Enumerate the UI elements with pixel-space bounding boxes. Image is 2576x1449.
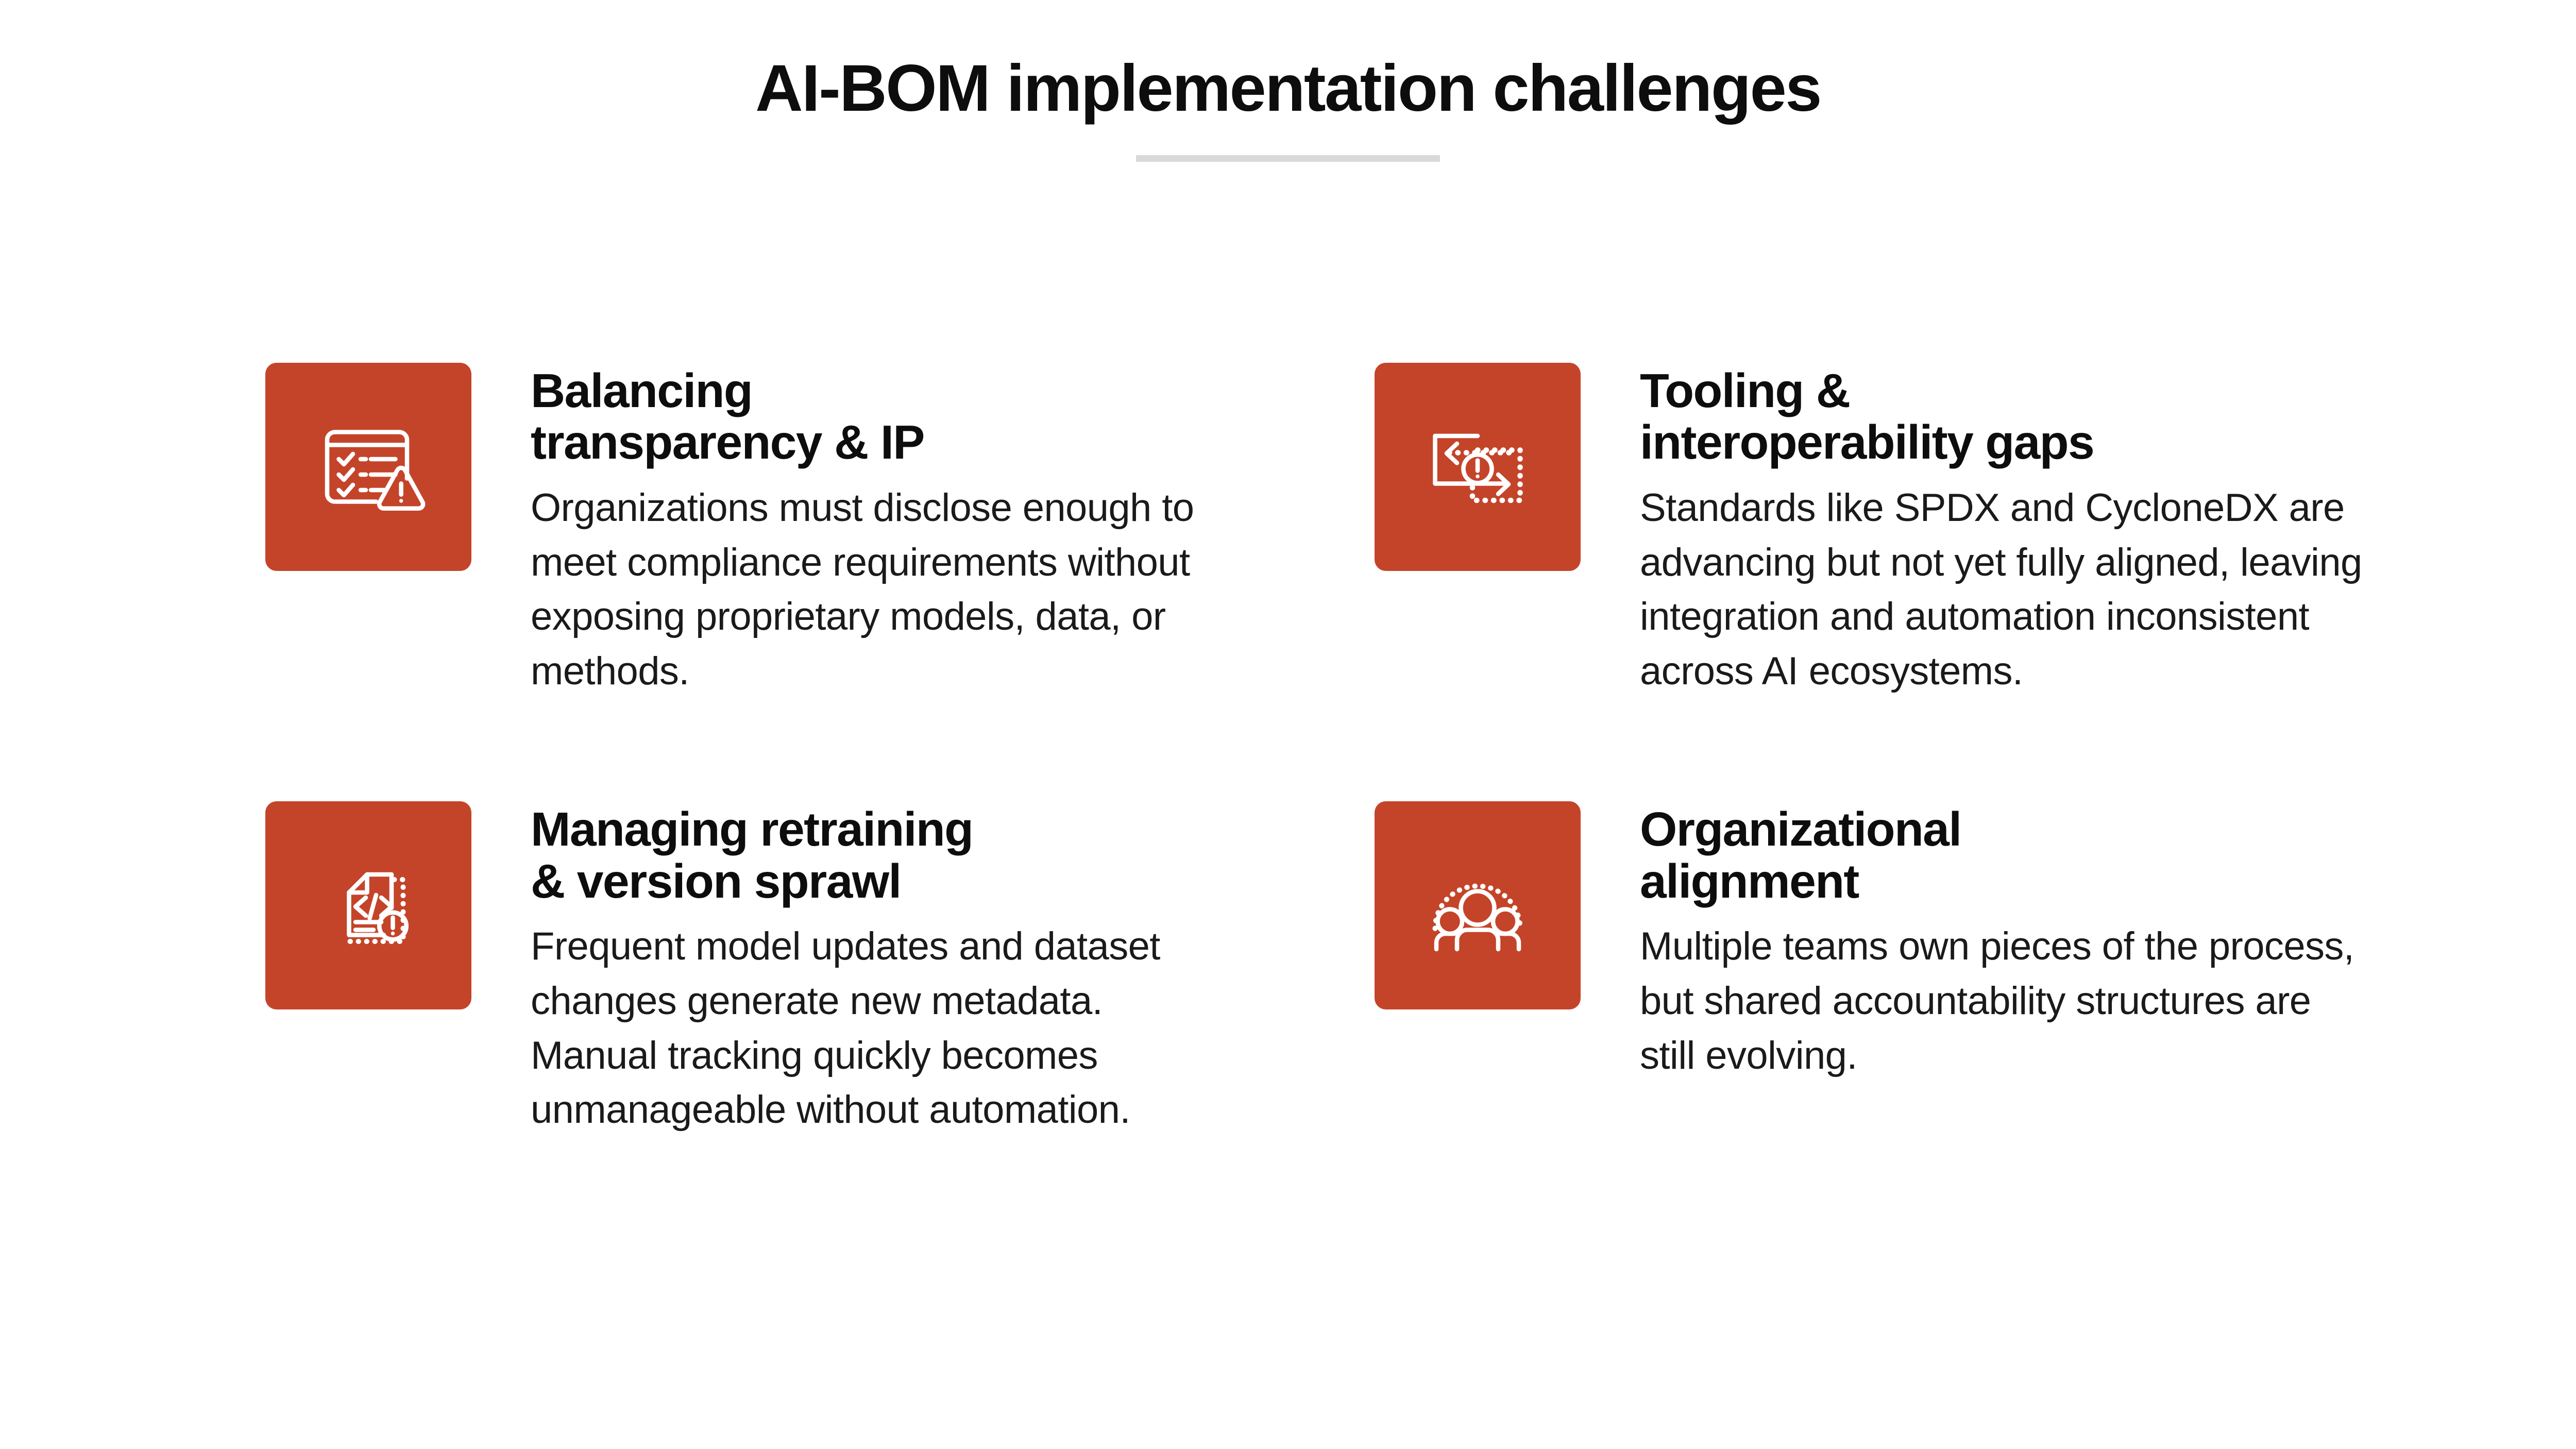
code-document-warning-icon xyxy=(343,872,409,945)
team-group-icon xyxy=(1432,883,1523,952)
team-group-icon-tile xyxy=(1375,801,1581,1010)
card-text-block: Balancing transparency & IP Organization… xyxy=(471,363,1234,698)
card-text-block: Managing retraining & version sprawl Fre… xyxy=(471,801,1234,1137)
code-document-icon-tile xyxy=(265,801,471,1010)
card-heading: Managing retraining & version sprawl xyxy=(531,802,974,908)
card-heading: Tooling & interoperability gaps xyxy=(1640,364,2095,469)
title-divider xyxy=(1136,155,1440,162)
card-heading: Balancing transparency & IP xyxy=(531,364,925,469)
card-body: Frequent model updates and dataset chang… xyxy=(531,924,1160,1132)
challenge-cards-grid: Balancing transparency & IP Organization… xyxy=(265,363,2362,1137)
interoperability-icon-tile xyxy=(1375,363,1581,571)
card-body: Organizations must disclose enough to me… xyxy=(531,485,1194,693)
checklist-warning-icon xyxy=(325,430,426,511)
card-body: Standards like SPDX and CycloneDX are ad… xyxy=(1640,485,2362,693)
card-body: Multiple teams own pieces of the process… xyxy=(1640,924,2354,1077)
card-text-block: Organizational alignment Multiple teams … xyxy=(1581,801,2362,1083)
challenge-card-managing-retraining: Managing retraining & version sprawl Fre… xyxy=(265,801,1375,1137)
challenge-card-balancing-transparency: Balancing transparency & IP Organization… xyxy=(265,363,1375,698)
challenge-card-organizational-alignment: Organizational alignment Multiple teams … xyxy=(1375,801,2362,1137)
page-header: AI-BOM implementation challenges xyxy=(0,0,2576,162)
card-heading: Organizational alignment xyxy=(1640,802,1962,908)
challenge-card-tooling-interoperability: Tooling & interoperability gaps Standard… xyxy=(1375,363,2362,698)
checklist-warning-icon-tile xyxy=(265,363,471,571)
page-title: AI-BOM implementation challenges xyxy=(755,52,1822,125)
card-text-block: Tooling & interoperability gaps Standard… xyxy=(1581,363,2362,698)
interoperability-exchange-warning-icon xyxy=(1433,433,1523,503)
